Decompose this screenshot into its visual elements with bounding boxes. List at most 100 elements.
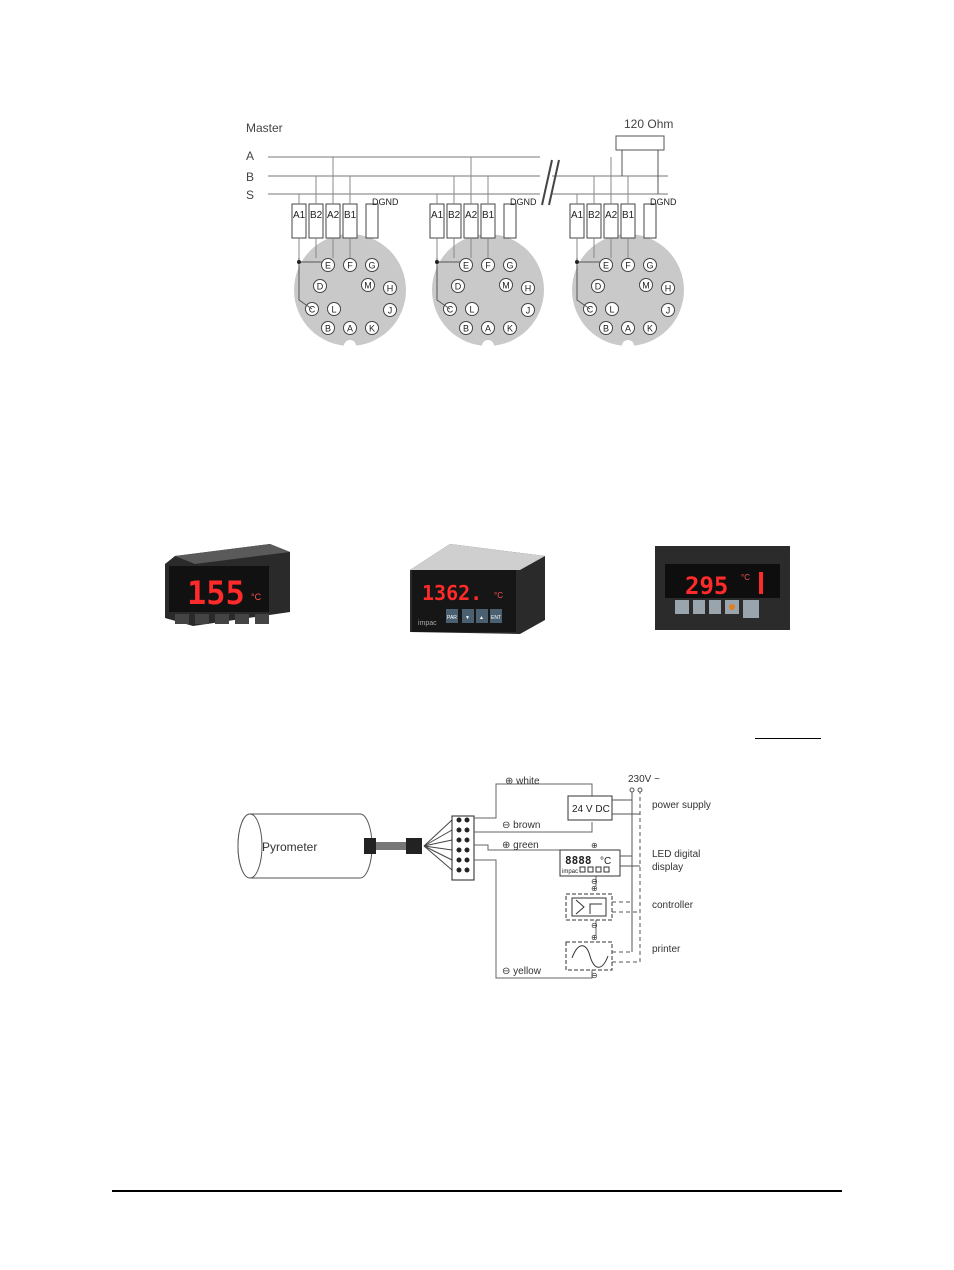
printer-desc: printer — [652, 944, 681, 955]
led-display-desc-1: LED digital — [652, 849, 700, 860]
cable-plug — [364, 819, 453, 871]
printer-minus: ⊖ — [591, 971, 598, 980]
connector-pin-label: J — [666, 306, 671, 316]
connector-pin-label: G — [506, 261, 513, 271]
pin-label: A2 — [605, 210, 618, 221]
connector-pin-label: L — [609, 305, 614, 315]
wire-green: ⊕ green — [502, 840, 539, 851]
connector-pin-label: M — [364, 281, 372, 291]
connector-pin-label: E — [603, 261, 609, 271]
display-reading-3: 295 — [685, 572, 728, 600]
connector-pin — [643, 258, 657, 272]
connector-pin-label: K — [369, 324, 375, 334]
device2-buttons: PAR ▼ ▲ ENT — [446, 609, 502, 623]
terminator-label: 120 Ohm — [624, 117, 673, 131]
button-par: PAR — [447, 615, 457, 621]
button-down: ▼ — [465, 615, 470, 621]
connector-pin-label: H — [665, 284, 672, 294]
connector-pin — [605, 302, 619, 316]
connector-pin-label: E — [325, 261, 331, 271]
dgnd-label: DGND — [510, 197, 537, 207]
terminal-block — [451, 815, 475, 881]
connector-pin — [639, 278, 653, 292]
connector-pin-label: C — [309, 305, 316, 315]
connector-pin-label: A — [347, 324, 353, 334]
display-unit-1: °C — [251, 592, 262, 602]
printer-box — [565, 941, 613, 971]
connector-pin-label: A — [625, 324, 631, 334]
signal-wires — [474, 783, 597, 979]
connector-pin-label: L — [331, 305, 336, 315]
connector-pin — [621, 258, 635, 272]
connector-pin — [661, 303, 675, 317]
connector-pin — [343, 321, 357, 335]
dgnd-box — [365, 203, 379, 239]
connector-pin-label: B — [603, 324, 609, 334]
footer-rule — [112, 1190, 842, 1192]
connector-pin-label: H — [525, 284, 532, 294]
dgnd-box — [503, 203, 517, 239]
connector-pin — [451, 279, 465, 293]
connector-pin — [321, 321, 335, 335]
connector-pin-label: E — [463, 261, 469, 271]
pin-label: A2 — [327, 210, 340, 221]
led-display-desc-2: display — [652, 862, 683, 873]
connector-pin — [327, 302, 341, 316]
connector-pin-label: L — [469, 305, 474, 315]
pin-label: B2 — [588, 210, 601, 221]
connector-pin-label: B — [325, 324, 331, 334]
dgnd-label: DGND — [650, 197, 677, 207]
connector-pin — [313, 279, 327, 293]
connector-pin-label: C — [587, 305, 594, 315]
connector-pin — [481, 321, 495, 335]
button-ent: ENT — [491, 615, 501, 621]
connector-pin — [503, 258, 517, 272]
connector-pin — [383, 281, 397, 295]
device-photo-1: 155 °C — [165, 544, 290, 626]
connector-pin — [661, 281, 675, 295]
led-display-reading: 8888 — [565, 854, 592, 867]
connector-pin — [499, 278, 513, 292]
power-supply-label: 24 V DC — [572, 804, 610, 815]
controller-desc: controller — [652, 900, 694, 911]
mains-label: 230V ~ — [628, 774, 660, 785]
pin-label: B1 — [482, 210, 495, 221]
connector-pin — [365, 258, 379, 272]
device-photo-3: 295 °C — [655, 546, 790, 630]
connector-pin-label: F — [625, 261, 631, 271]
controller-minus: ⊖ — [591, 921, 598, 930]
line-label-b: B — [246, 170, 254, 184]
connector-pin-label: D — [595, 282, 602, 292]
connector-pin-label: F — [347, 261, 353, 271]
connector-pin-label: J — [526, 306, 531, 316]
power-supply-box — [567, 795, 613, 821]
connector-pin — [521, 281, 535, 295]
connector-pin — [365, 321, 379, 335]
connector-pin — [521, 303, 535, 317]
controller-plus: ⊕ — [591, 884, 598, 893]
bus-lines — [268, 156, 668, 206]
connector-pin — [321, 258, 335, 272]
wire-yellow: ⊖ yellow — [502, 966, 542, 977]
power-supply-desc: power supply — [652, 800, 711, 811]
connector-pin — [459, 258, 473, 272]
display-unit-3: °C — [741, 573, 750, 582]
pin-label: A1 — [431, 210, 444, 221]
connector-pin-label: C — [447, 305, 454, 315]
display-minus: ⊖ — [591, 877, 598, 886]
pin-label: B2 — [310, 210, 323, 221]
connector-pin-label: M — [642, 281, 650, 291]
connector-pin — [383, 303, 397, 317]
pin-label: A1 — [293, 210, 306, 221]
line-label-a: A — [246, 149, 254, 163]
connector-pin-label: D — [317, 282, 324, 292]
connector-pin-label: K — [647, 324, 653, 334]
button-up: ▲ — [479, 615, 484, 621]
underline-rule — [755, 738, 821, 739]
connector-pin — [343, 258, 357, 272]
line-label-s: S — [246, 188, 254, 202]
display-reading-2: 1362. — [422, 581, 482, 605]
